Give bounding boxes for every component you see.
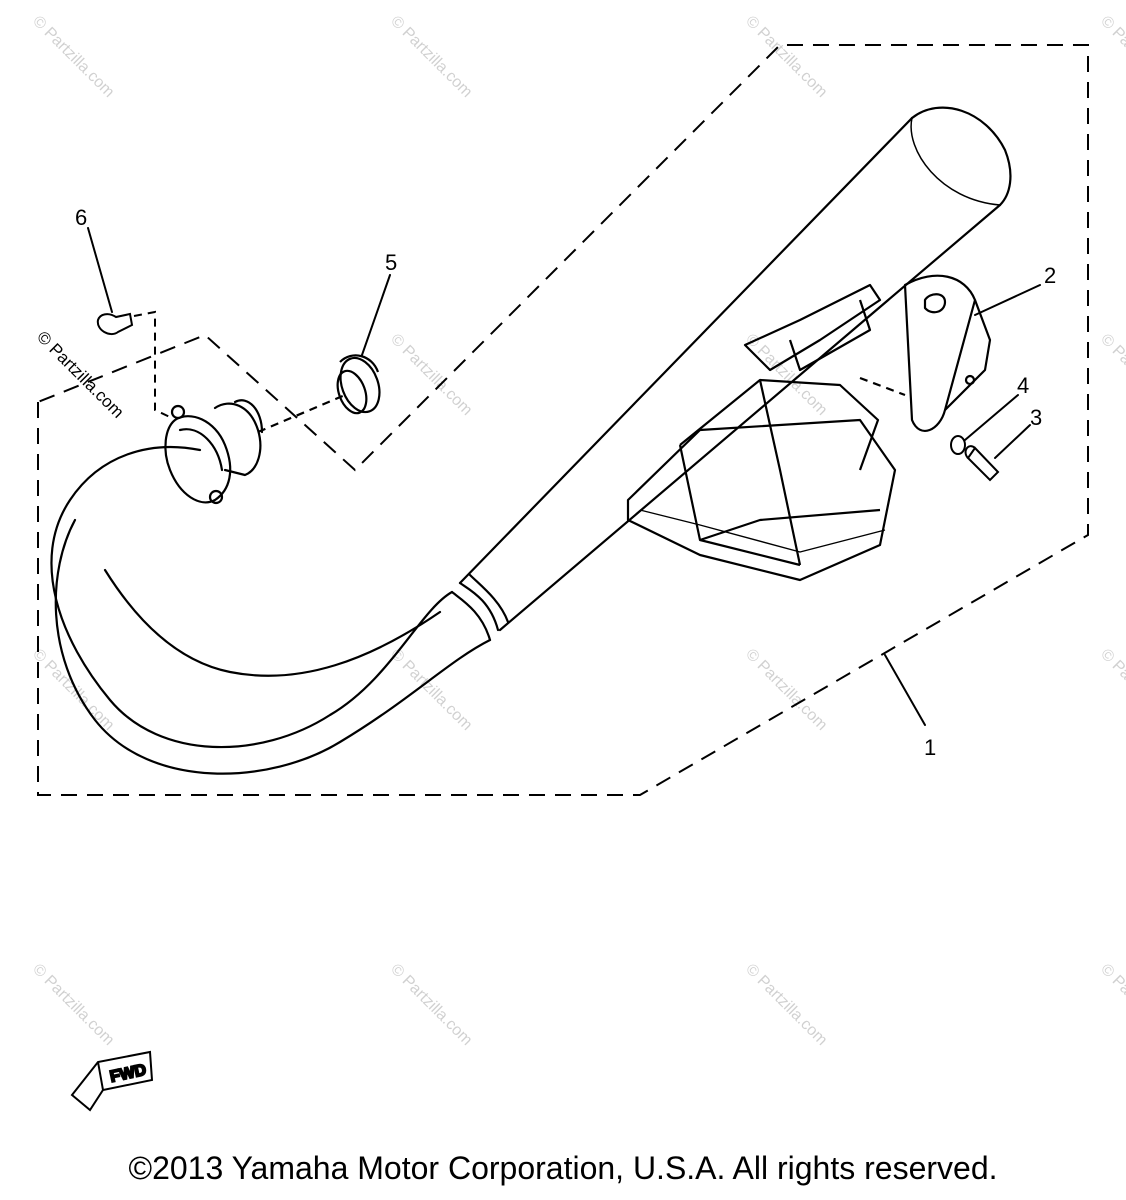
callout-number: 6	[75, 205, 87, 230]
fwd-arrow-icon: FWD	[70, 1050, 154, 1112]
exhaust-pipe	[50, 106, 1012, 775]
watermark-text: © Partzilla.com	[742, 646, 830, 734]
watermark-text: © Partzilla.com	[742, 961, 830, 1049]
bolt-part-6	[96, 310, 173, 419]
bolt-part-3	[964, 445, 1000, 482]
watermark-layer: © Partzilla.com © Partzilla.com © Partzi…	[29, 13, 1126, 1049]
watermark-text: © Partzilla.com	[387, 331, 475, 419]
watermark-text: © Partzilla.com	[29, 646, 117, 734]
bracket-part	[859, 274, 992, 432]
gasket-part	[257, 354, 381, 434]
watermark-text: © Partzilla.com	[29, 961, 117, 1049]
callout-number: 1	[924, 735, 936, 760]
watermark-text: © Partzilla.com	[29, 13, 117, 101]
callout-number: 5	[385, 250, 397, 275]
callout-labels: 1 2 3 4 5 6	[75, 205, 1056, 760]
watermark-text: © Partzilla.com	[1097, 961, 1126, 1049]
washer-part	[950, 435, 966, 455]
watermark-text: © Partzilla.com	[1097, 331, 1126, 419]
callout-number: 3	[1030, 405, 1042, 430]
watermark-text: © Partzilla.com	[1097, 13, 1126, 101]
watermark-text: © Partzilla.com	[387, 646, 475, 734]
assembly-outline	[37, 44, 1089, 796]
watermark-text: © Partzilla.com	[742, 13, 830, 101]
callout-number: 4	[1017, 373, 1029, 398]
callout-number: 2	[1044, 263, 1056, 288]
leader-lines	[87, 227, 1041, 726]
silencer-box	[626, 283, 897, 582]
copyright-notice: ©2013 Yamaha Motor Corporation, U.S.A. A…	[128, 1150, 998, 1186]
watermark-text: © Partzilla.com	[1097, 646, 1126, 734]
watermark-text: © Partzilla.com	[742, 331, 830, 419]
watermark-text-dark: © Partzilla.com	[33, 327, 127, 421]
watermark-text: © Partzilla.com	[387, 961, 475, 1049]
watermark-text: © Partzilla.com	[387, 13, 475, 101]
